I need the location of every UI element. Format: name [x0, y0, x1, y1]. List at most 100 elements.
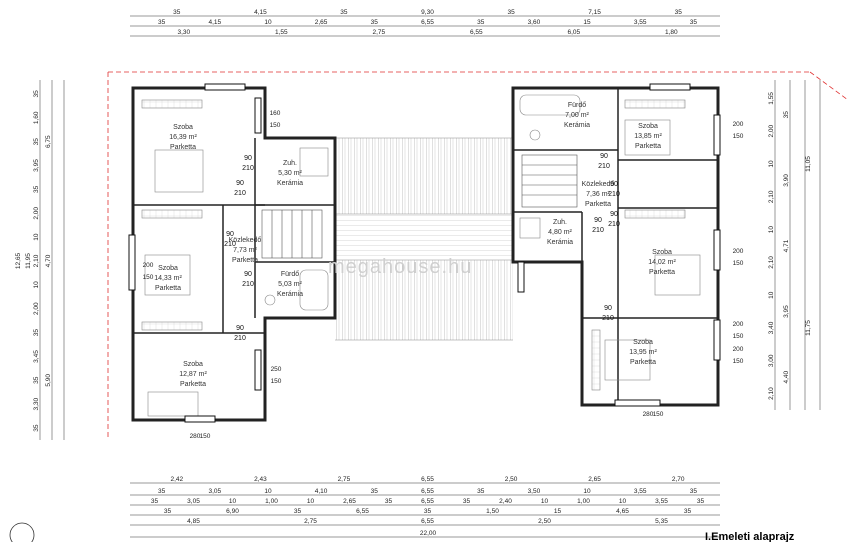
door-height-label-9: 210 [602, 315, 614, 322]
dim-bottom_dims.row2-9: 3,55 [634, 488, 647, 495]
svg-text:7,00 m²: 7,00 m² [565, 112, 589, 119]
dim-top_dims.row1-10: 35 [690, 19, 698, 26]
room-label-szoba4: Szoba 13,85 m² Parketta [634, 123, 662, 150]
room-label-furdo1: Fürdő 5,03 m² Kerámia [277, 271, 303, 298]
bottom-dimensions [130, 482, 720, 538]
room-label-szoba5: Szoba 14,02 m² Parketta [648, 249, 676, 276]
dim-top_dims.row1-6: 35 [477, 19, 485, 26]
dim-right_dims.col1-3: 2,10 [768, 190, 775, 203]
door-height-label-0: 210 [242, 165, 254, 172]
bed-szoba3 [147, 391, 199, 417]
property-boundary [107, 71, 848, 438]
door-height-label-4: 210 [234, 335, 246, 342]
dim-left_dims.col1-2: 35 [33, 138, 40, 146]
dim-bottom_dims.row4-6: 15 [554, 508, 562, 515]
room-labels: Szoba 16,39 m² Parketta Zuh. 5,30 m² Ker… [154, 102, 676, 388]
door-width-label-8: 90 [610, 211, 618, 218]
dim-bottom_dims.row1-3: 6,55 [421, 476, 434, 483]
window-label-11: 150 [733, 333, 744, 340]
dim-bottom_dims.row5-1: 2,75 [304, 518, 317, 525]
dim-right_dims.col1-9: 2,10 [768, 387, 775, 400]
dim-bottom_dims.row1-2: 2,75 [338, 476, 351, 483]
svg-text:Zuh.: Zuh. [283, 160, 297, 167]
dim-bottom_dims.row1-1: 2,43 [254, 476, 267, 483]
dim-bottom_dims.row1-0: 2,42 [170, 476, 183, 483]
dim-bottom_dims.row2-5: 6,55 [421, 488, 434, 495]
window-label-17: 150 [653, 411, 664, 418]
window-labels: 1601502001502501502001502001502001502001… [143, 110, 744, 440]
bed-szoba1 [154, 149, 204, 193]
dim-left_dims.col2-1: 4,70 [45, 254, 52, 267]
svg-text:Kerámia: Kerámia [547, 239, 573, 246]
svg-text:Kerámia: Kerámia [277, 291, 303, 298]
top-dimensions [130, 15, 720, 37]
room-label-szoba3: Szoba 12,87 m² Parketta [179, 361, 207, 388]
dim-top_dims.row1-1: 4,15 [208, 19, 221, 26]
window-label-4: 250 [271, 366, 282, 373]
window-label-8: 200 [733, 248, 744, 255]
window-label-10: 200 [733, 321, 744, 328]
dim-right_dims.col2-2: 4,71 [783, 239, 790, 252]
dim-bottom_dims.row5-3: 2,50 [538, 518, 551, 525]
dim-bottom_dims.row1-6: 2,70 [672, 476, 685, 483]
door-width-label-0: 90 [244, 155, 252, 162]
dim-right_dims.col1-1: 2,00 [768, 124, 775, 137]
dim-left_dims.col1-8: 10 [33, 281, 40, 289]
svg-text:4,80 m²: 4,80 m² [548, 229, 572, 236]
dim-bottom_dims.row1-4: 2,50 [505, 476, 518, 483]
door-width-label-9: 90 [604, 305, 612, 312]
dim-left_dims.col1-6: 10 [33, 233, 40, 241]
dim-right_dims.col2-3: 3,95 [783, 305, 790, 318]
dim-right_dims.col3-1: 11,75 [805, 320, 812, 336]
bed-szoba6 [604, 339, 651, 381]
svg-text:14,33 m²: 14,33 m² [154, 275, 182, 282]
dim-bottom_dims.row5-0: 4,85 [187, 518, 200, 525]
dim-bottom_dims.row4-4: 35 [424, 508, 432, 515]
dim-right_dims.col1-4: 10 [768, 226, 775, 234]
dim-bottom_dims.row5-2: 6,55 [421, 518, 434, 525]
plan-title: I.Emeleti alaprajz [705, 531, 795, 542]
svg-text:Közlekedő: Közlekedő [229, 237, 262, 244]
room-label-szoba2: Szoba 14,33 m² Parketta [154, 265, 182, 292]
window-label-0: 160 [270, 110, 281, 117]
room-label-kozlekedo1: Közlekedő 7,73 m² Parketta [229, 237, 262, 264]
window-label-9: 150 [733, 260, 744, 267]
dim-bottom_dims.row2-10: 35 [690, 488, 698, 495]
dim-bottom_dims.row3-3: 1,00 [265, 498, 278, 505]
svg-text:Kerámia: Kerámia [277, 180, 303, 187]
window-label-12: 200 [733, 346, 744, 353]
left-dimensions [39, 80, 65, 440]
door-labels: 9021090210902109021090210902109021090210… [224, 153, 620, 342]
left-dimension-labels: 351,60353,95352,00102,10102,00353,45353,… [15, 90, 52, 432]
svg-text:Parketta: Parketta [585, 201, 611, 208]
dim-bottom_dims.row3-10: 10 [541, 498, 549, 505]
svg-text:13,85 m²: 13,85 m² [634, 133, 662, 140]
svg-text:Szoba: Szoba [173, 124, 193, 131]
dim-top_dims.row2-4: 6,05 [567, 29, 580, 36]
dim-left_dims.col1-9: 2,00 [33, 302, 40, 315]
dim-left_dims.col2-0: 6,75 [45, 135, 52, 148]
dim-bottom_dims.row3-5: 2,65 [343, 498, 356, 505]
dim-bottom_dims.row3-2: 10 [229, 498, 237, 505]
dim-bottom_dims.row3-11: 1,00 [577, 498, 590, 505]
dim-top_dims.row0-3: 9,30 [421, 9, 434, 16]
dim-bottom_dims.row4-3: 6,55 [356, 508, 369, 515]
fixtures [141, 94, 701, 417]
dim-left_dims.col1-5: 2,00 [33, 207, 40, 220]
dim-bottom_dims.row5-4: 5,35 [655, 518, 668, 525]
dim-bottom_dims.row2-7: 3,50 [528, 488, 541, 495]
dim-top_dims.row1-0: 35 [158, 19, 166, 26]
door-height-label-8: 210 [608, 221, 620, 228]
room-label-zuh1: Zuh. 5,30 m² Kerámia [277, 160, 303, 187]
door-height-label-6: 210 [608, 191, 620, 198]
dim-top_dims.row2-1: 1,55 [275, 29, 288, 36]
dim-bottom_dims.row3-7: 6,55 [421, 498, 434, 505]
dim-top_dims.row1-2: 10 [264, 19, 272, 26]
dim-bottom_dims.row4-2: 35 [294, 508, 302, 515]
svg-text:5,03 m²: 5,03 m² [278, 281, 302, 288]
room-label-szoba6: Szoba 13,95 m² Parketta [629, 339, 657, 366]
dim-left_dims.col4-0: 11,95 [25, 253, 32, 269]
room-label-zuh2: Zuh. 4,80 m² Kerámia [547, 219, 573, 246]
dim-bottom_dims.row1-5: 2,65 [588, 476, 601, 483]
dim-left_dims.col1-11: 3,45 [33, 350, 40, 363]
